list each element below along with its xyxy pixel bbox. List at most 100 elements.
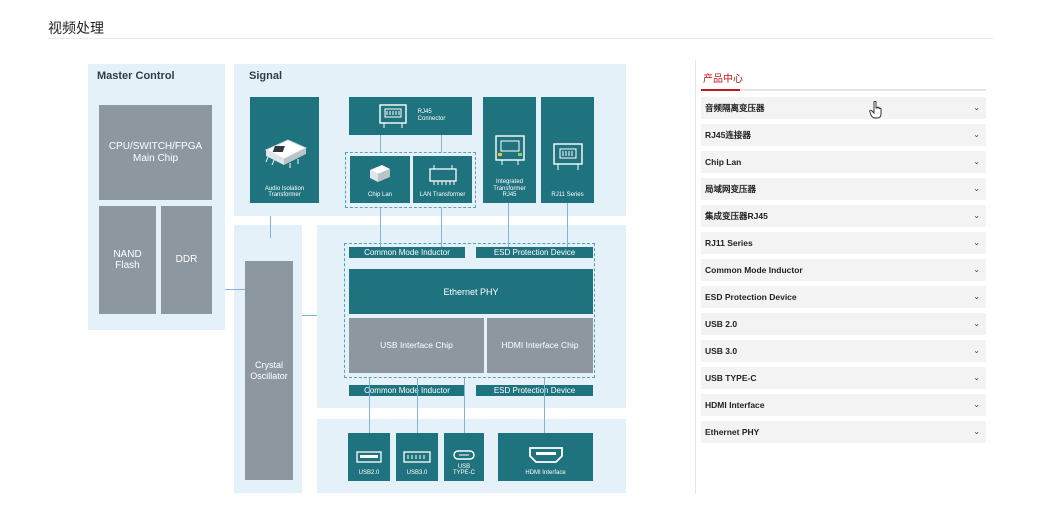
interface-chip-frame	[344, 243, 595, 378]
rj45-connector-block: RJ45 Connector	[349, 97, 472, 135]
common-mode-inductor-bottom: Common Mode Inductor	[349, 385, 465, 396]
page-title: 视频处理	[48, 20, 104, 36]
sidebar-heading-underline	[701, 89, 986, 91]
sidebar-item-label: 局域网变压器	[705, 184, 757, 194]
sidebar-item-label: RJ11 Series	[705, 238, 753, 248]
rj45-connector-icon	[378, 104, 407, 128]
sidebar-item[interactable]: USB TYPE-C ⌄	[701, 367, 986, 389]
connector-usbc	[464, 378, 465, 433]
chevron-down-icon[interactable]: ⌄	[973, 292, 980, 301]
usb3-port-icon	[403, 451, 431, 464]
sidebar-item-label: 音频隔离变压器	[705, 103, 765, 113]
chevron-down-icon[interactable]: ⌄	[973, 400, 980, 409]
signal-title: Signal	[249, 70, 283, 82]
connector-master-crystal	[225, 289, 245, 290]
chip-lan-block: Chip Lan	[350, 156, 410, 203]
ddr-block: DDR	[161, 206, 212, 314]
ethernet-phy-block: Ethernet PHY	[349, 269, 593, 314]
usb2-port-block: USB2.0	[348, 433, 390, 481]
chevron-down-icon[interactable]: ⌄	[973, 427, 980, 436]
lan-transformer-icon	[428, 165, 457, 186]
connector-usb2	[369, 378, 370, 433]
connector-integrated-esd	[508, 203, 509, 247]
product-sidebar: 产品中心 音频隔离变压器⌄RJ45连接器⌄Chip Lan⌄局域网变压器⌄集成变…	[701, 70, 986, 448]
hdmi-port-block: HDMI Interface	[498, 433, 593, 481]
chevron-down-icon[interactable]: ⌄	[973, 346, 980, 355]
sidebar-item-label: USB 3.0	[705, 346, 738, 356]
sidebar-item[interactable]: USB 3.0 ⌄	[701, 340, 986, 362]
sidebar-divider	[695, 60, 696, 494]
usbc-port-block: USB TYPE-C	[444, 433, 484, 481]
integrated-rj45-block: Integrated Transformer RJ45	[483, 97, 536, 203]
sidebar-item-label: Common Mode Inductor	[705, 265, 803, 275]
rj11-icon	[552, 143, 583, 171]
chevron-down-icon[interactable]: ⌄	[973, 373, 980, 382]
esd-protection-bottom: ESD Protection Device	[476, 385, 593, 396]
sidebar-item[interactable]: 集成变压器RJ45⌄	[701, 205, 986, 227]
hdmi-port-icon	[528, 447, 563, 464]
lan-transformer-label: LAN Transformer	[419, 192, 466, 199]
rj45-connector-label: RJ45 Connector	[417, 109, 446, 122]
chip-lan-group-frame	[345, 152, 476, 208]
connector-usb3	[417, 378, 418, 433]
hdmi-port-label: HDMI Interface	[525, 470, 566, 477]
sidebar-item[interactable]: Ethernet PHY ⌄	[701, 421, 986, 443]
sidebar-item-label: HDMI Interface	[705, 400, 765, 410]
connector-chiplan-cmi	[380, 208, 381, 247]
sidebar-item[interactable]: 音频隔离变压器 ⌄	[701, 97, 986, 119]
chevron-down-icon[interactable]: ⌄	[973, 103, 980, 112]
rj11-block: RJ11 Series	[541, 97, 594, 203]
sidebar-item[interactable]: Chip Lan ⌄	[701, 151, 986, 173]
sidebar-item-label: Chip Lan	[705, 157, 742, 167]
nand-flash-block: NAND Flash	[99, 206, 156, 314]
connector-rj45-chiplan	[380, 135, 381, 152]
connector-audio-crystal	[270, 216, 271, 238]
common-mode-inductor-top: Common Mode Inductor	[349, 247, 465, 258]
rj11-label: RJ11 Series	[551, 192, 584, 199]
main-chip-block: CPU/SWITCH/FPGA Main Chip	[99, 105, 212, 200]
video-processing-diagram: Master Control CPU/SWITCH/FPGA Main Chip…	[86, 63, 630, 495]
usb-interface-chip-block: USB Interface Chip	[349, 318, 484, 373]
sidebar-item-label: ESD Protection Device	[705, 292, 797, 302]
connector-rj11-esd	[567, 203, 568, 247]
lan-transformer-block: LAN Transformer	[413, 156, 472, 203]
connector-crystal-interface	[302, 315, 317, 316]
usb-port-icon	[356, 451, 382, 464]
integrated-rj45-icon	[494, 135, 525, 166]
master-control-title: Master Control	[97, 70, 175, 82]
title-divider	[48, 38, 993, 39]
audio-transformer-icon	[264, 139, 307, 168]
chip-lan-label: Chip Lan	[367, 192, 393, 199]
chevron-down-icon[interactable]: ⌄	[973, 265, 980, 274]
sidebar-item-label: Ethernet PHY	[705, 427, 760, 437]
usb2-port-label: USB2.0	[358, 470, 380, 477]
usb3-port-block: USB3.0	[396, 433, 438, 481]
sidebar-item[interactable]: Common Mode Inductor ⌄	[701, 259, 986, 281]
sidebar-item[interactable]: 局域网变压器 ⌄	[701, 178, 986, 200]
usbc-port-label: USB TYPE-C	[452, 463, 475, 477]
integrated-rj45-label: Integrated Transformer RJ45	[493, 179, 526, 199]
chevron-down-icon[interactable]: ⌄	[973, 238, 980, 247]
chevron-down-icon[interactable]: ⌄	[973, 130, 980, 139]
audio-transformer-label: Audio Isolation Transformer	[264, 185, 305, 199]
sidebar-item[interactable]: RJ11 Series ⌄	[701, 232, 986, 254]
sidebar-item[interactable]: USB 2.0 ⌄	[701, 313, 986, 335]
chevron-down-icon[interactable]: ⌄	[973, 319, 980, 328]
sidebar-item[interactable]: RJ45连接器 ⌄	[701, 124, 986, 146]
sidebar-item-label: USB TYPE-C	[705, 373, 757, 383]
chevron-down-icon[interactable]: ⌄	[973, 211, 980, 220]
sidebar-item-label: RJ45连接器	[705, 130, 751, 140]
sidebar-item[interactable]: ESD Protection Device ⌄	[701, 286, 986, 308]
chevron-down-icon[interactable]: ⌄	[973, 184, 980, 193]
usb3-port-label: USB3.0	[406, 470, 428, 477]
sidebar-heading: 产品中心	[703, 74, 743, 85]
esd-protection-top: ESD Protection Device	[476, 247, 593, 258]
connector-hdmi	[544, 378, 545, 433]
usb-c-icon	[453, 450, 475, 460]
crystal-oscillator-block: Crystal Oscillator	[245, 261, 293, 480]
connector-rj45-lantransformer	[441, 135, 442, 152]
sidebar-item[interactable]: HDMI Interface ⌄	[701, 394, 986, 416]
sidebar-item-label: USB 2.0	[705, 319, 738, 329]
connector-lantransformer-cmi	[441, 208, 442, 247]
chevron-down-icon[interactable]: ⌄	[973, 157, 980, 166]
